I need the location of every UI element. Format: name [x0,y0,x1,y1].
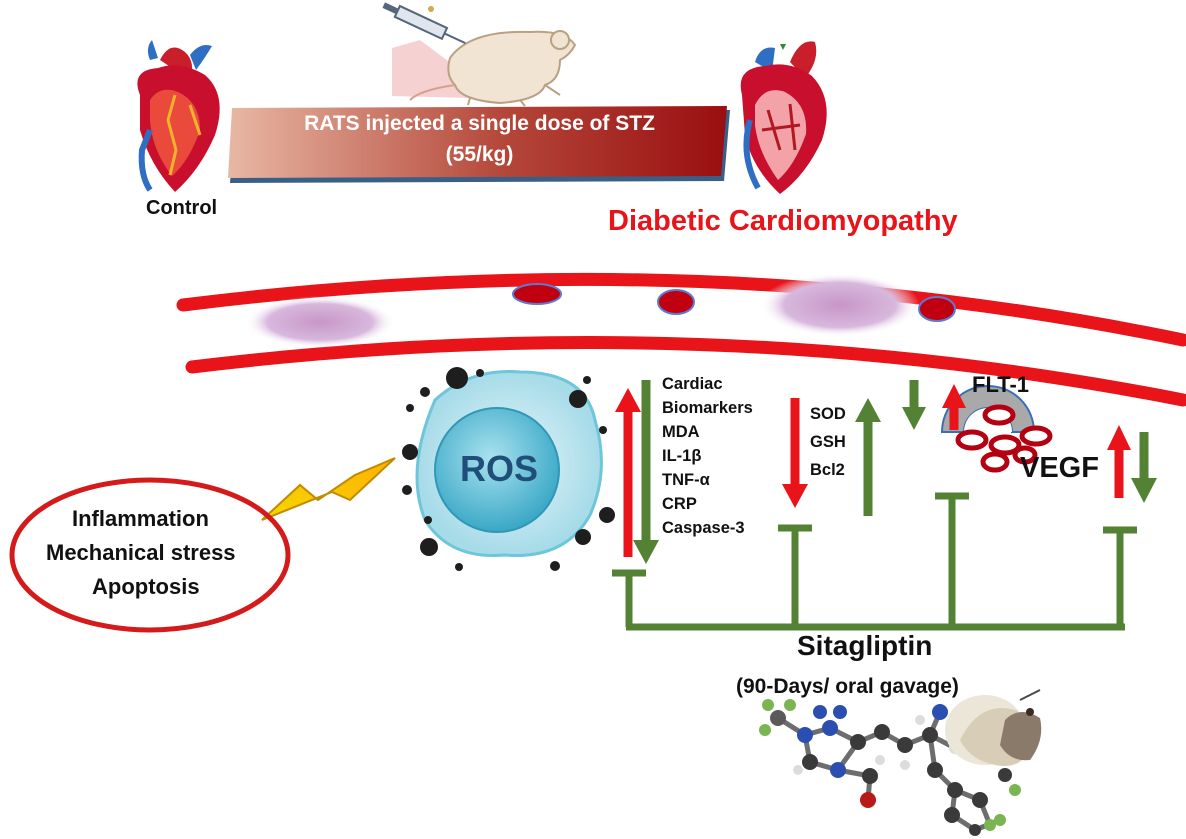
ros-cell [402,367,615,571]
effect-item: Mechanical stress [46,540,236,565]
sitagliptin-label: Sitagliptin [797,630,933,661]
sitagliptin-molecule-icon [759,699,1021,836]
down-arrow [902,407,926,430]
marker-item: TNF-α [662,471,710,489]
marker-item: Cardiac [662,375,723,393]
marker-item: GSH [810,433,846,451]
marker-item: IL-1β [662,447,702,465]
up-arrow [942,384,966,408]
marker-item: MDA [662,423,700,441]
ros-label: ROS [460,448,539,489]
rat-gavage-icon [945,689,1042,766]
vegf-arrows [1107,425,1157,503]
markers-group1-arrows [615,380,659,564]
markers-group2-list: SOD GSH Bcl2 [810,400,846,484]
marker-item: Biomarkers [662,399,753,417]
up-arrow [1107,425,1131,450]
marker-item: Bcl2 [810,461,845,479]
ros-particles [402,367,615,571]
tissue-patch-right [760,273,920,337]
flt1-label: FLT-1 [972,372,1030,397]
markers-group2-arrows [782,398,881,516]
vegf-ligands [955,404,1053,473]
marker-item: Caspase-3 [662,519,745,537]
down-arrow [1131,478,1157,503]
diabetic-cardiomyopathy-label: Diabetic Cardiomyopathy [608,205,958,237]
marker-item: SOD [810,405,846,423]
red-blood-cell [657,289,695,315]
up-arrow [855,398,881,422]
effect-item: Apoptosis [92,574,200,599]
sitagliptin-inhibition-lines [612,492,1137,631]
red-blood-cell [512,283,562,305]
up-arrow [615,388,641,412]
control-heart-icon [137,40,220,192]
syringe-rat-icon [382,2,577,107]
tissue-patch-left [245,296,395,348]
down-arrow [633,540,659,564]
banner-line2: (55/kg) [445,143,514,166]
sitagliptin-regimen-label: (90-Days/ oral gavage) [736,675,959,698]
lightning-bolt-icon [261,457,396,521]
banner-line1: RATS injected a single dose of STZ [304,112,655,135]
marker-item: CRP [662,495,697,513]
diabetic-heart-icon [740,41,827,194]
effects-ellipse [9,477,291,633]
vegf-label: VEGF [1020,452,1099,484]
blood-vessel [176,272,1186,407]
stz-injection-banner [228,106,730,183]
down-arrow [782,484,808,508]
control-label: Control [146,197,218,219]
red-blood-cell [918,296,956,322]
markers-group1-list: Cardiac Biomarkers MDA IL-1β TNF-α CRP C… [662,372,753,540]
effect-item: Inflammation [72,506,209,531]
